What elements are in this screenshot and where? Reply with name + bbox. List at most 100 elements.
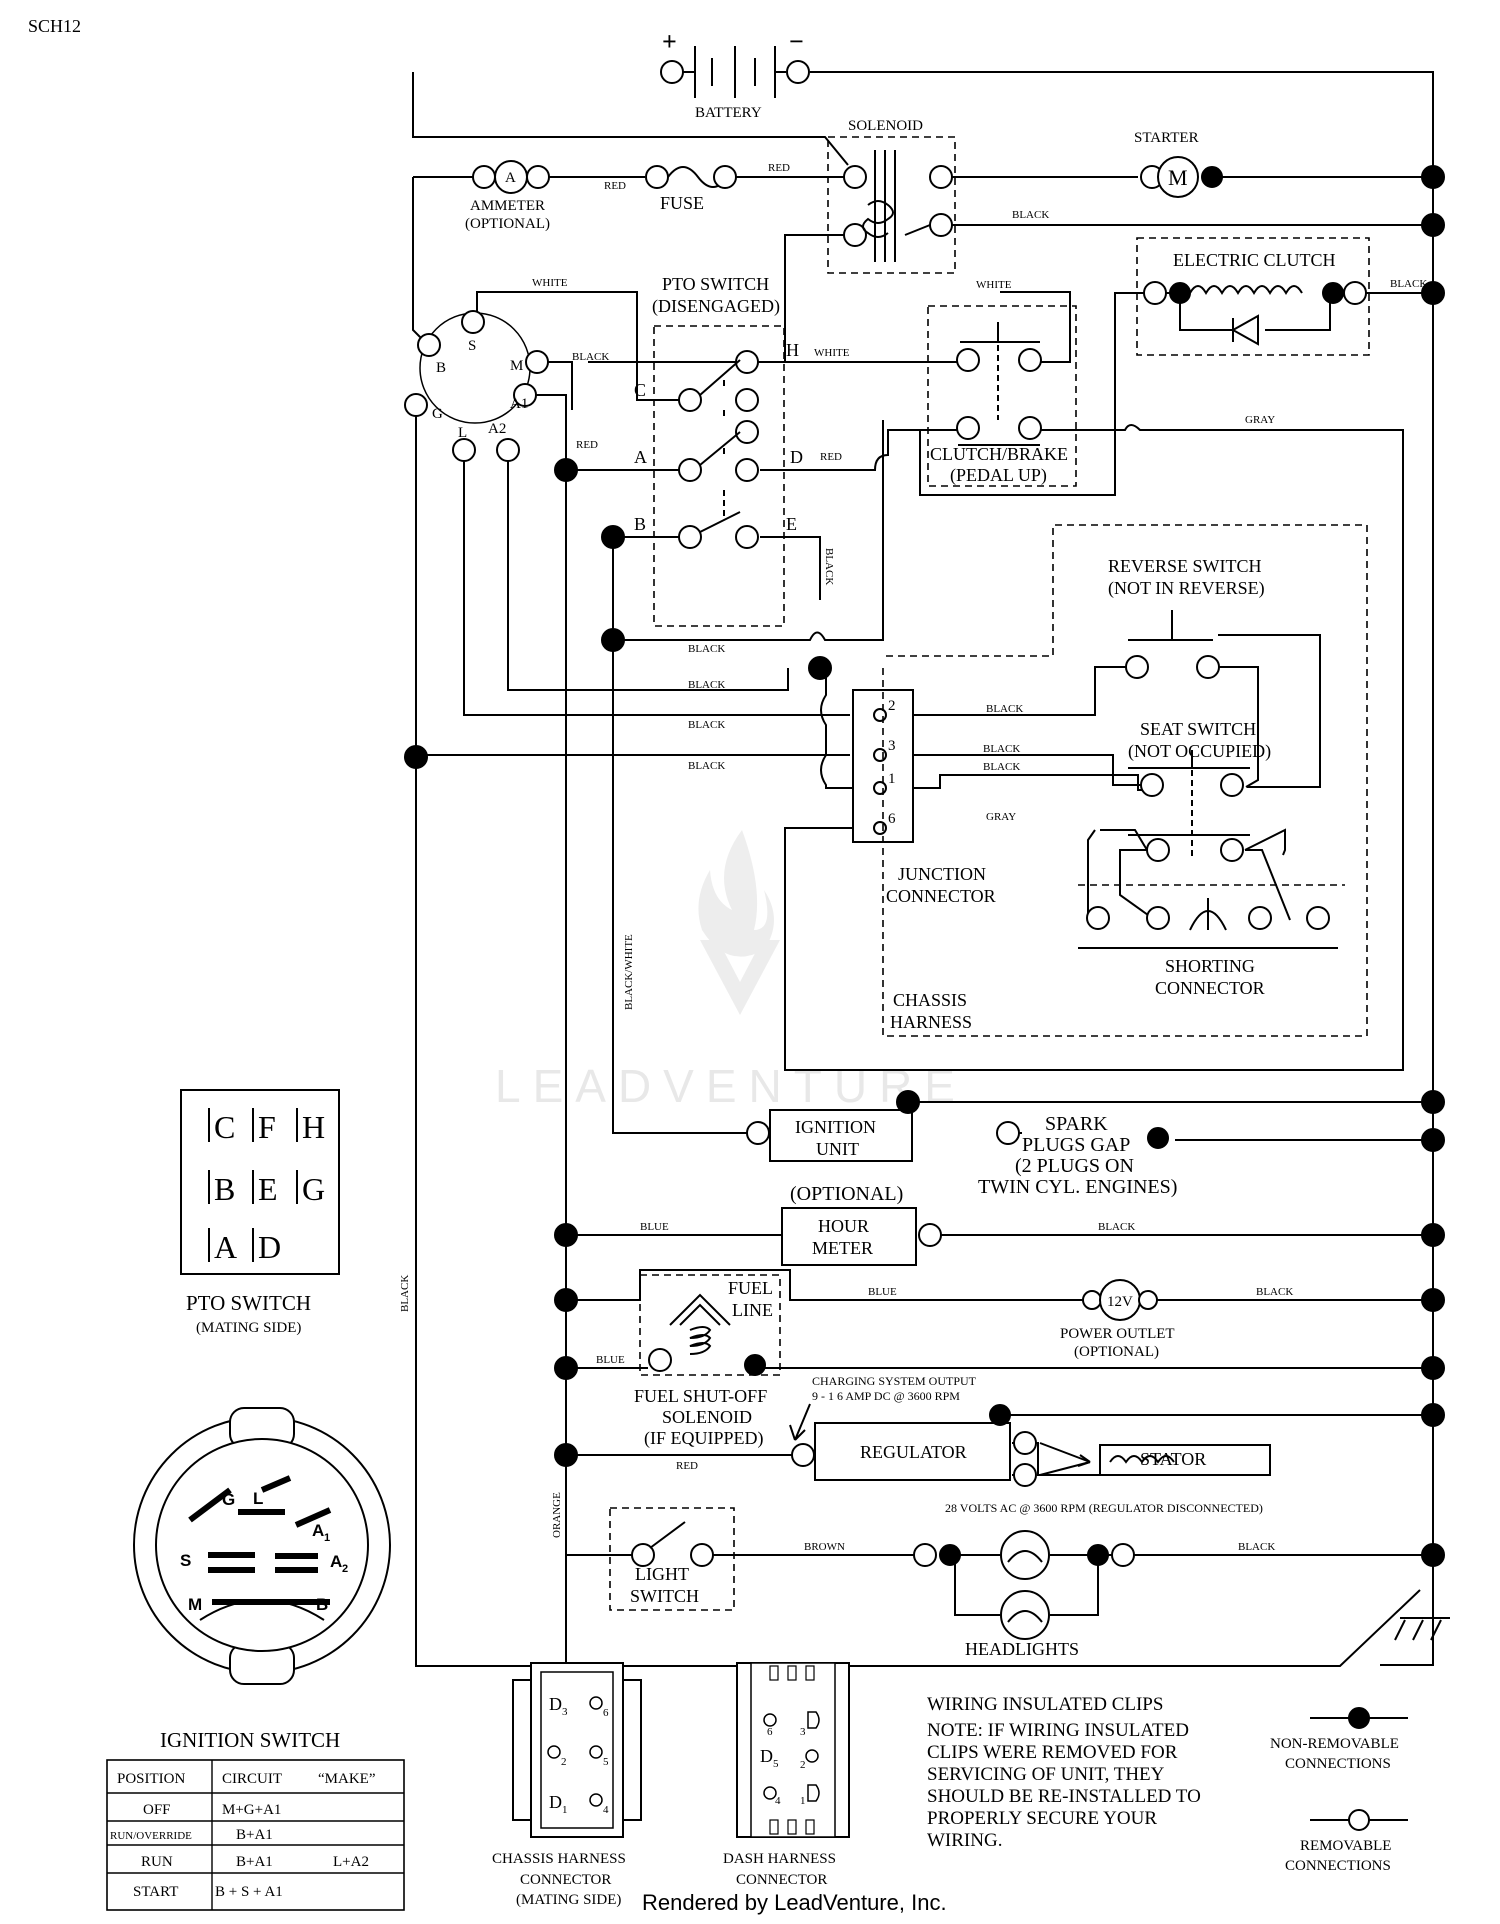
wire-black-12: BLACK bbox=[399, 1275, 411, 1312]
ignition-unit: IGNITION UNIT SPARK PLUGS GAP (2 PLUGS O… bbox=[746, 1109, 1177, 1198]
table-row-1-position: RUN/OVERRIDE bbox=[110, 1830, 192, 1842]
pto-label: PTO SWITCH bbox=[662, 274, 769, 294]
battery-minus: − bbox=[789, 27, 804, 56]
ignition-switch-title: IGNITION SWITCH bbox=[160, 1728, 340, 1752]
power-outlet-label: POWER OUTLET bbox=[1060, 1326, 1175, 1342]
table-row-0-position: OFF bbox=[143, 1802, 171, 1818]
note-line-2: SERVICING OF UNIT, THEY bbox=[927, 1764, 1165, 1785]
note-line-1: CLIPS WERE REMOVED FOR bbox=[927, 1742, 1178, 1763]
connection-legend: NON-REMOVABLE CONNECTIONS REMOVABLE CONN… bbox=[1270, 1707, 1408, 1874]
pto-mating-subtitle: (MATING SIDE) bbox=[196, 1320, 301, 1336]
spark-2: PLUGS GAP bbox=[1022, 1134, 1130, 1156]
regulator: CHARGING SYSTEM OUTPUT 9 - 1 6 AMP DC @ … bbox=[789, 1374, 1271, 1515]
ignition-unit-1: IGNITION bbox=[795, 1117, 876, 1137]
pto-mating-b: B bbox=[214, 1171, 235, 1207]
wire-white-2: WHITE bbox=[976, 279, 1012, 291]
table-row-2-position: RUN bbox=[141, 1854, 173, 1870]
fuel-solenoid-2: SOLENOID bbox=[662, 1407, 752, 1427]
pto-term-a: A bbox=[634, 447, 647, 467]
note-line-4: PROPERLY SECURE YOUR bbox=[927, 1808, 1157, 1829]
junction-pin-2: 2 bbox=[888, 698, 896, 714]
fuse: FUSE bbox=[645, 165, 737, 213]
pto-switch: PTO SWITCH (DISENGAGED) C H A D B E bbox=[634, 274, 803, 627]
wire-blue-2: BLUE bbox=[868, 1286, 897, 1298]
table-row-0-circuit: M+G+A1 bbox=[222, 1802, 281, 1818]
pto-mating-g: G bbox=[302, 1171, 325, 1207]
dash-pin-2: 2 bbox=[800, 1759, 806, 1771]
ign-face-s: S bbox=[180, 1551, 191, 1570]
hour-meter-optional: (OPTIONAL) bbox=[790, 1183, 903, 1205]
wire-black-2: BLACK bbox=[1390, 278, 1427, 290]
starter-symbol: M bbox=[1168, 165, 1188, 190]
regulator-label: REGULATOR bbox=[860, 1442, 967, 1462]
wire-red-5: RED bbox=[676, 1460, 698, 1472]
wire-orange: ORANGE bbox=[551, 1492, 563, 1538]
light-switch-2: SWITCH bbox=[630, 1586, 699, 1606]
pto-mating-title: PTO SWITCH bbox=[186, 1291, 311, 1315]
ign-face-a2: A bbox=[330, 1552, 342, 1571]
ign-term-b: B bbox=[436, 360, 446, 376]
wire-blue-3: BLUE bbox=[596, 1354, 625, 1366]
wire-gray-1: GRAY bbox=[1245, 414, 1275, 426]
ammeter-label: AMMETER bbox=[470, 198, 545, 214]
table-header-make: “MAKE” bbox=[318, 1771, 375, 1787]
ign-face-g: G bbox=[222, 1490, 235, 1509]
starter-label: STARTER bbox=[1134, 130, 1199, 146]
power-outlet: 12V POWER OUTLET (OPTIONAL) bbox=[1060, 1279, 1175, 1360]
legend-nonremovable-1: NON-REMOVABLE bbox=[1270, 1736, 1399, 1752]
charging-2: 9 - 1 6 AMP DC @ 3600 RPM bbox=[812, 1389, 960, 1403]
light-switch: LIGHT SWITCH bbox=[609, 1507, 735, 1611]
electric-clutch: ELECTRIC CLUTCH bbox=[1136, 237, 1370, 356]
chassis-connector-title-3: (MATING SIDE) bbox=[516, 1892, 621, 1908]
ign-face-a1: A bbox=[312, 1521, 324, 1540]
note-title: WIRING INSULATED CLIPS bbox=[927, 1694, 1163, 1715]
note-line-3: SHOULD BE RE-INSTALLED TO bbox=[927, 1786, 1201, 1807]
seat-state: (NOT OCCUPIED) bbox=[1128, 741, 1271, 762]
power-outlet-opt: (OPTIONAL) bbox=[1074, 1344, 1159, 1360]
clutch-brake-switch: CLUTCH/BRAKE (PEDAL UP) bbox=[927, 305, 1077, 487]
chassis-harness: CHASSIS HARNESS bbox=[882, 524, 1368, 1037]
table-row-2-extra: L+A2 bbox=[333, 1854, 369, 1870]
pto-mating-c: C bbox=[214, 1109, 235, 1145]
ign-face-l: L bbox=[253, 1489, 263, 1508]
hour-meter: (OPTIONAL) HOUR METER bbox=[781, 1183, 942, 1266]
ammeter-symbol: A bbox=[505, 170, 516, 186]
wire-red-1: RED bbox=[604, 180, 626, 192]
light-switch-1: LIGHT bbox=[635, 1564, 689, 1584]
pto-mating-side: C F H B E G A D PTO SWITCH (MATING SIDE) bbox=[180, 1089, 340, 1336]
wire-black-5: BLACK bbox=[688, 643, 725, 655]
ignition-unit-2: UNIT bbox=[816, 1139, 859, 1159]
electric-clutch-label: ELECTRIC CLUTCH bbox=[1173, 250, 1336, 270]
chassis-pin-2: 2 bbox=[561, 1756, 567, 1768]
chassis-harness-connector: D 3 6 2 5 D 1 4 CHASSIS HARNESS CONNECTO… bbox=[492, 1662, 642, 1908]
ign-face-a2-sub: 2 bbox=[342, 1563, 348, 1575]
pto-mating-h: H bbox=[302, 1109, 325, 1145]
fuel-solenoid: FUEL LINE FUEL SHUT-OFF SOLENOID (IF EQU… bbox=[634, 1274, 781, 1449]
table-row-1-circuit: B+A1 bbox=[236, 1827, 273, 1843]
ign-term-l: L bbox=[458, 425, 467, 441]
spark-3: (2 PLUGS ON bbox=[1015, 1155, 1134, 1177]
chassis-pin-d3: D bbox=[549, 1694, 562, 1714]
dash-pin-3: 3 bbox=[800, 1726, 806, 1738]
ignition-switch-symbol: S B M A1 G L A2 bbox=[404, 310, 549, 462]
seat-switch: SEAT SWITCH (NOT OCCUPIED) bbox=[1128, 719, 1271, 862]
pto-term-c: C bbox=[634, 380, 646, 400]
connection-dots bbox=[404, 165, 1445, 1567]
shorting-label-2: CONNECTOR bbox=[1155, 978, 1265, 998]
junction-pin-3: 3 bbox=[888, 738, 896, 754]
dash-pin-1: 1 bbox=[800, 1795, 806, 1807]
footer-credit: Rendered by LeadVenture, Inc. bbox=[642, 1890, 947, 1915]
wire-black-14: BLACK bbox=[1256, 1286, 1293, 1298]
dash-pin-d5-sub: 5 bbox=[773, 1758, 779, 1770]
ign-term-s: S bbox=[468, 338, 476, 354]
chassis-pin-5: 5 bbox=[603, 1756, 609, 1768]
ignition-switch-table: POSITION CIRCUIT “MAKE” OFF M+G+A1 RUN/O… bbox=[106, 1759, 405, 1911]
ign-term-m: M bbox=[510, 358, 523, 374]
solenoid: SOLENOID bbox=[827, 118, 956, 274]
legend-nonremovable-2: CONNECTIONS bbox=[1285, 1756, 1391, 1772]
wire-black-8: BLACK bbox=[688, 760, 725, 772]
seat-label: SEAT SWITCH bbox=[1140, 719, 1256, 739]
ignition-switch-face: G L A 1 S A 2 M B IGNITION SWITCH bbox=[133, 1407, 391, 1752]
legend-removable-1: REMOVABLE bbox=[1300, 1838, 1391, 1854]
